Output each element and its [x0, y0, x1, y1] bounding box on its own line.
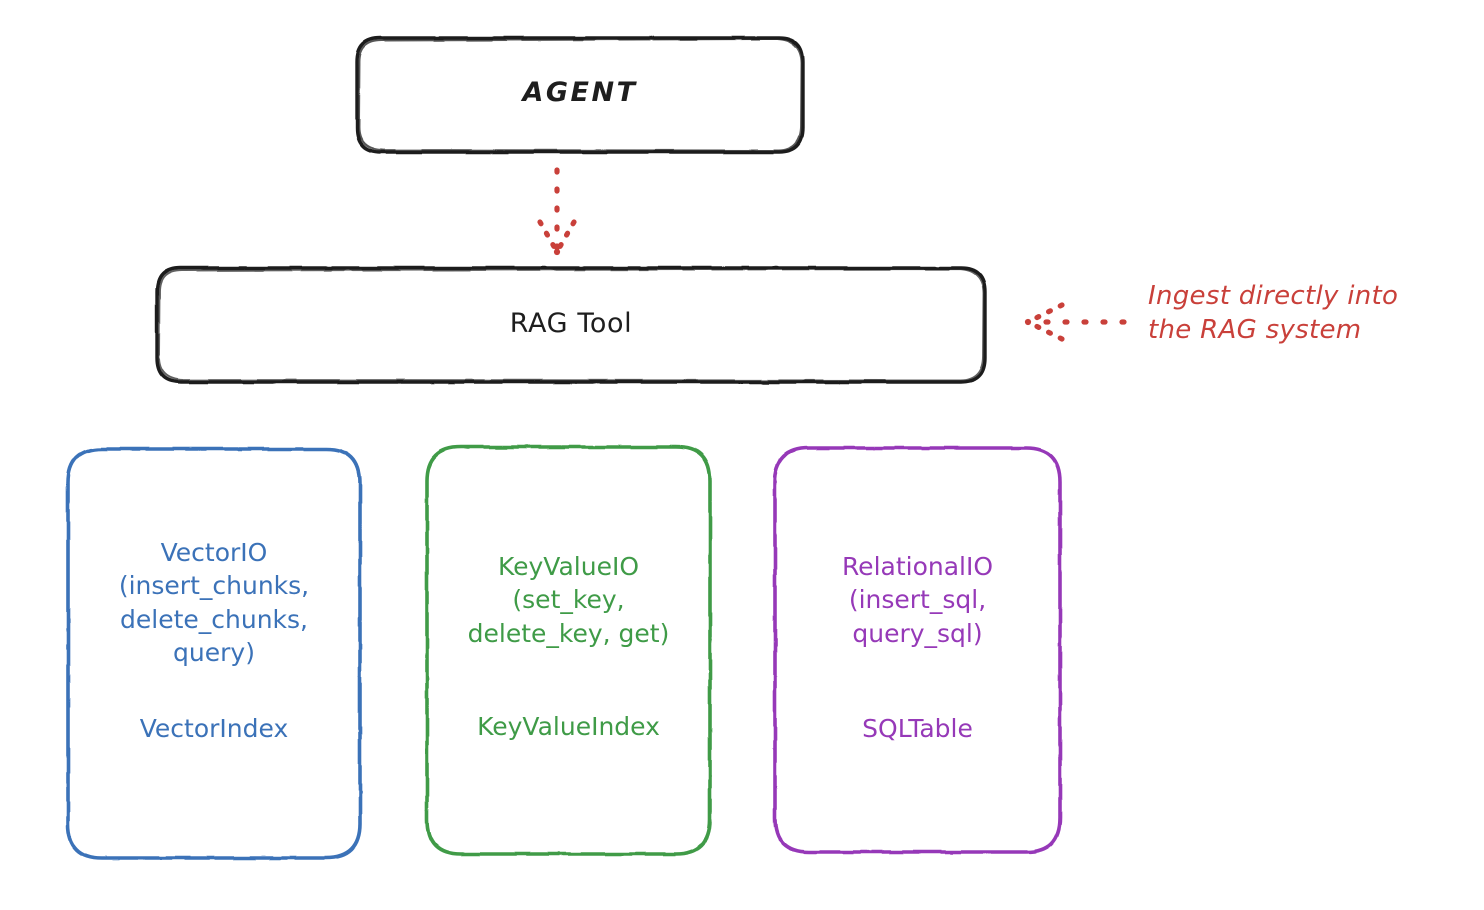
key-value-io-api-label: KeyValueIO (set_key, delete_key, get) — [467, 552, 670, 648]
key-value-index-label: KeyValueIndex — [477, 712, 660, 741]
agent-to-ragtool-arrow — [537, 167, 577, 256]
vector-index-label: VectorIndex — [139, 714, 289, 743]
ingest-annotation-text: Ingest directly into the RAG system — [1148, 281, 1399, 345]
rag-tool-label: RAG Tool — [509, 308, 633, 339]
key-value-io-box[interactable] — [425, 445, 712, 856]
sql-table-label: SQLTable — [862, 714, 973, 743]
relational-io-api-label: RelationalIO (insert_sql, query_sql) — [841, 552, 994, 648]
relational-io-box[interactable] — [773, 446, 1062, 854]
vector-io-api-label: VectorIO (insert_chunks, delete_chunks, … — [118, 538, 310, 667]
agent-label: AGENT — [522, 77, 638, 108]
ingest-arrow — [1024, 302, 1127, 342]
